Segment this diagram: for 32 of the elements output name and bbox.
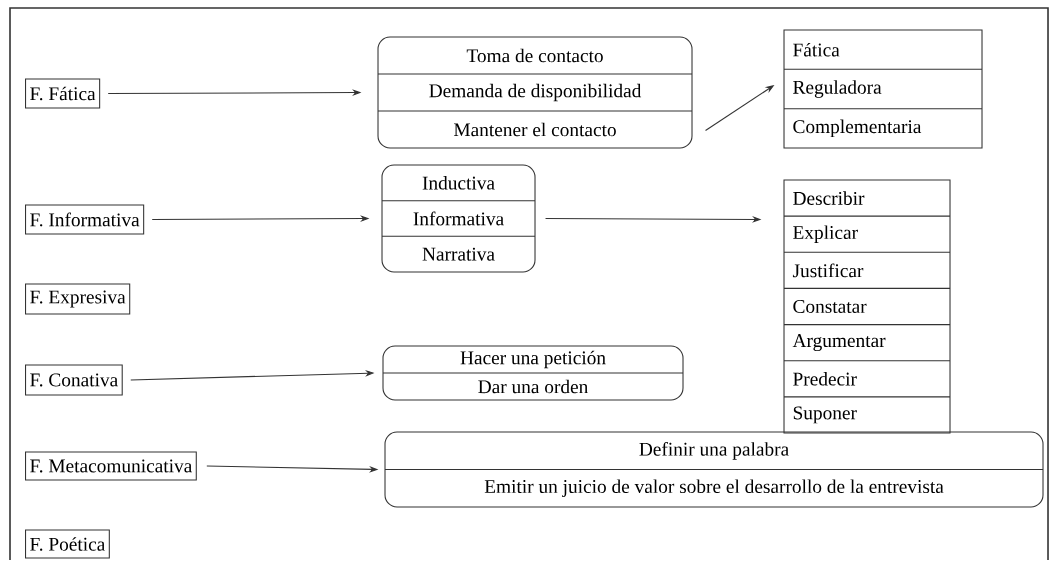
list-item: Reguladora — [793, 80, 882, 98]
list-item: Mantener el contacto — [454, 122, 616, 137]
list-item: Fática — [793, 42, 840, 57]
function-box: F. Expresiva — [25, 283, 131, 315]
list-item: Informativa — [413, 211, 504, 226]
list-item: Predecir — [793, 372, 857, 386]
list-item: Emitir un juicio de valor sobre el desarrollo de la entrevista — [484, 479, 944, 497]
list-item: Constatar — [793, 300, 867, 313]
list-item: Dar una orden — [478, 379, 588, 394]
function-box: F. Informativa — [25, 204, 145, 235]
function-box: F. Conativa — [25, 364, 123, 396]
list-item: Demanda de disponibilidad — [429, 83, 642, 102]
list-item: Narrativa — [422, 247, 495, 261]
list-box — [783, 179, 951, 434]
list-item: Argumentar — [792, 334, 886, 352]
function-box: F. Poética — [25, 529, 110, 559]
rounded-list-box — [384, 431, 1044, 508]
rounded-list-box — [381, 164, 536, 273]
list-item: Describir — [793, 191, 865, 205]
list-item: Suponer — [793, 406, 857, 424]
list-item: Explicar — [793, 225, 858, 243]
list-item: Justificar — [792, 263, 864, 278]
list-item: Toma de contacto — [466, 48, 603, 63]
list-item: Inductiva — [422, 176, 495, 190]
function-box: F. Fática — [25, 78, 101, 109]
list-item: Hacer una petición — [460, 350, 606, 369]
list-item: Definir una palabra — [639, 441, 789, 460]
list-box — [783, 29, 983, 149]
rounded-list-box — [377, 36, 693, 149]
list-item: Complementaria — [793, 119, 922, 138]
rounded-list-box — [382, 345, 684, 401]
function-box: F. Metacomunicativa — [25, 451, 197, 481]
